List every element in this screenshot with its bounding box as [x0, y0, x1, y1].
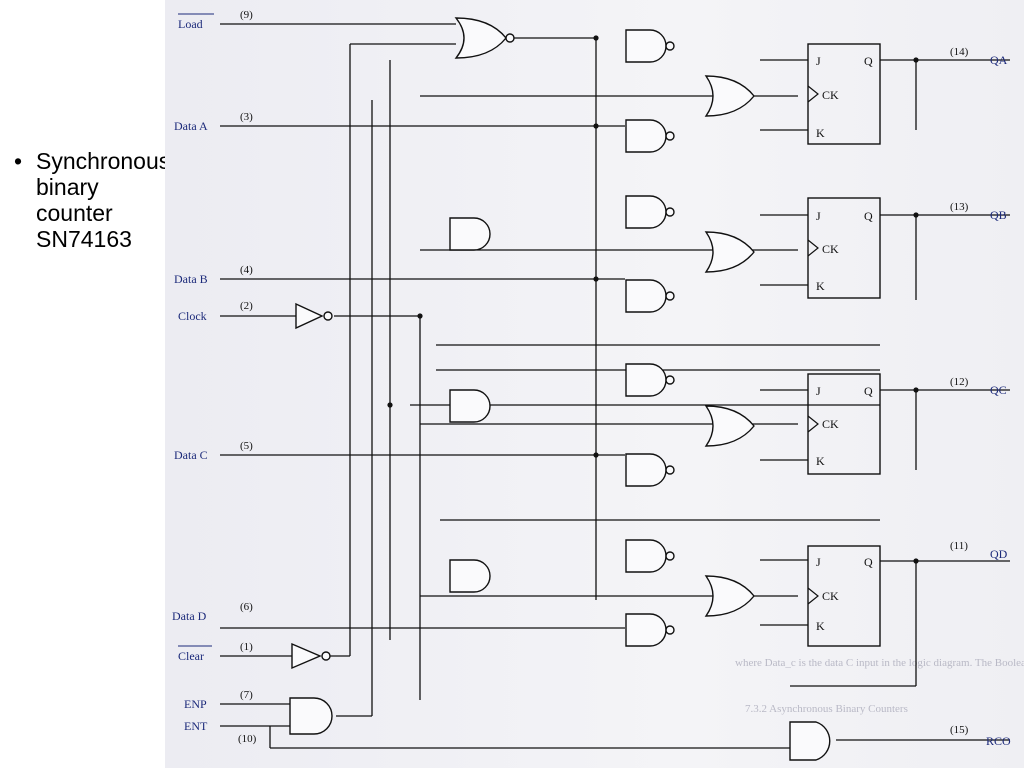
- input-load-label: Load: [178, 17, 203, 31]
- input-data-c-label: Data C: [174, 448, 208, 462]
- ff-ck-label: CK: [822, 417, 839, 431]
- input-clear-pin: (1): [240, 641, 253, 653]
- ff-k-label: K: [816, 454, 825, 468]
- input-clock-pin: (2): [240, 300, 253, 312]
- output-qd-pin: (11): [950, 540, 968, 552]
- input-data-b-pin: (4): [240, 264, 253, 276]
- output-labels: (14) QA (13) QB (12) QC (11) QD (15) RCO: [950, 46, 1011, 748]
- counter-schematic: 7.3.2 Asynchronous Binary Counters where…: [165, 0, 1024, 768]
- input-data-d-label: Data D: [172, 609, 207, 623]
- ff-ck-label: CK: [822, 589, 839, 603]
- input-load-pin: (9): [240, 9, 253, 21]
- ff-ck-label: CK: [822, 242, 839, 256]
- input-labels: Load (9) Data A (3) Data B (4) Clock (2)…: [172, 9, 257, 745]
- ff-j-label: J: [816, 209, 821, 223]
- flipflop-a: J Q CK K: [807, 43, 881, 145]
- input-data-b-label: Data B: [174, 272, 208, 286]
- flipflop-c: J Q CK K: [807, 373, 881, 475]
- ff-j-label: J: [816, 555, 821, 569]
- input-enp-label: ENP: [184, 697, 207, 711]
- input-clock-label: Clock: [178, 309, 207, 323]
- output-qb-label: QB: [990, 208, 1007, 222]
- ff-k-label: K: [816, 279, 825, 293]
- input-enp-pin: (7): [240, 689, 253, 701]
- bullet-text: Synchronous binary counter SN74163: [36, 148, 171, 252]
- flipflop-d: J Q CK K: [807, 545, 881, 647]
- ff-q-label: Q: [864, 384, 873, 398]
- output-rco-pin: (15): [950, 724, 969, 736]
- ff-ck-label: CK: [822, 88, 839, 102]
- ff-q-label: Q: [864, 555, 873, 569]
- ff-k-label: K: [816, 619, 825, 633]
- input-data-a-pin: (3): [240, 111, 253, 123]
- output-qd-label: QD: [990, 547, 1008, 561]
- output-rco-label: RCO: [986, 734, 1011, 748]
- wiring: [220, 23, 1010, 749]
- input-data-d-pin: (6): [240, 601, 253, 613]
- ghost-heading: 7.3.2 Asynchronous Binary Counters: [745, 703, 908, 715]
- output-qc-pin: (12): [950, 376, 969, 388]
- input-data-a-label: Data A: [174, 119, 208, 133]
- input-clear-label: Clear: [178, 649, 204, 663]
- ff-q-label: Q: [864, 209, 873, 223]
- junctions: [387, 35, 919, 564]
- input-data-c-pin: (5): [240, 440, 253, 452]
- ff-q-label: Q: [864, 54, 873, 68]
- input-ent-label: ENT: [184, 719, 208, 733]
- output-qb-pin: (13): [950, 201, 969, 213]
- input-ent-pin: (10): [238, 733, 257, 745]
- flipflop-b: J Q CK K: [807, 197, 881, 299]
- ff-k-label: K: [816, 126, 825, 140]
- output-qc-label: QC: [990, 383, 1007, 397]
- output-qa-pin: (14): [950, 46, 969, 58]
- logic-gates: [289, 17, 831, 761]
- ff-j-label: J: [816, 54, 821, 68]
- ghost-line: where Data_c is the data C input in the …: [735, 657, 1024, 669]
- output-qa-label: QA: [990, 53, 1008, 67]
- bullet-marker: •: [14, 148, 23, 174]
- ff-j-label: J: [816, 384, 821, 398]
